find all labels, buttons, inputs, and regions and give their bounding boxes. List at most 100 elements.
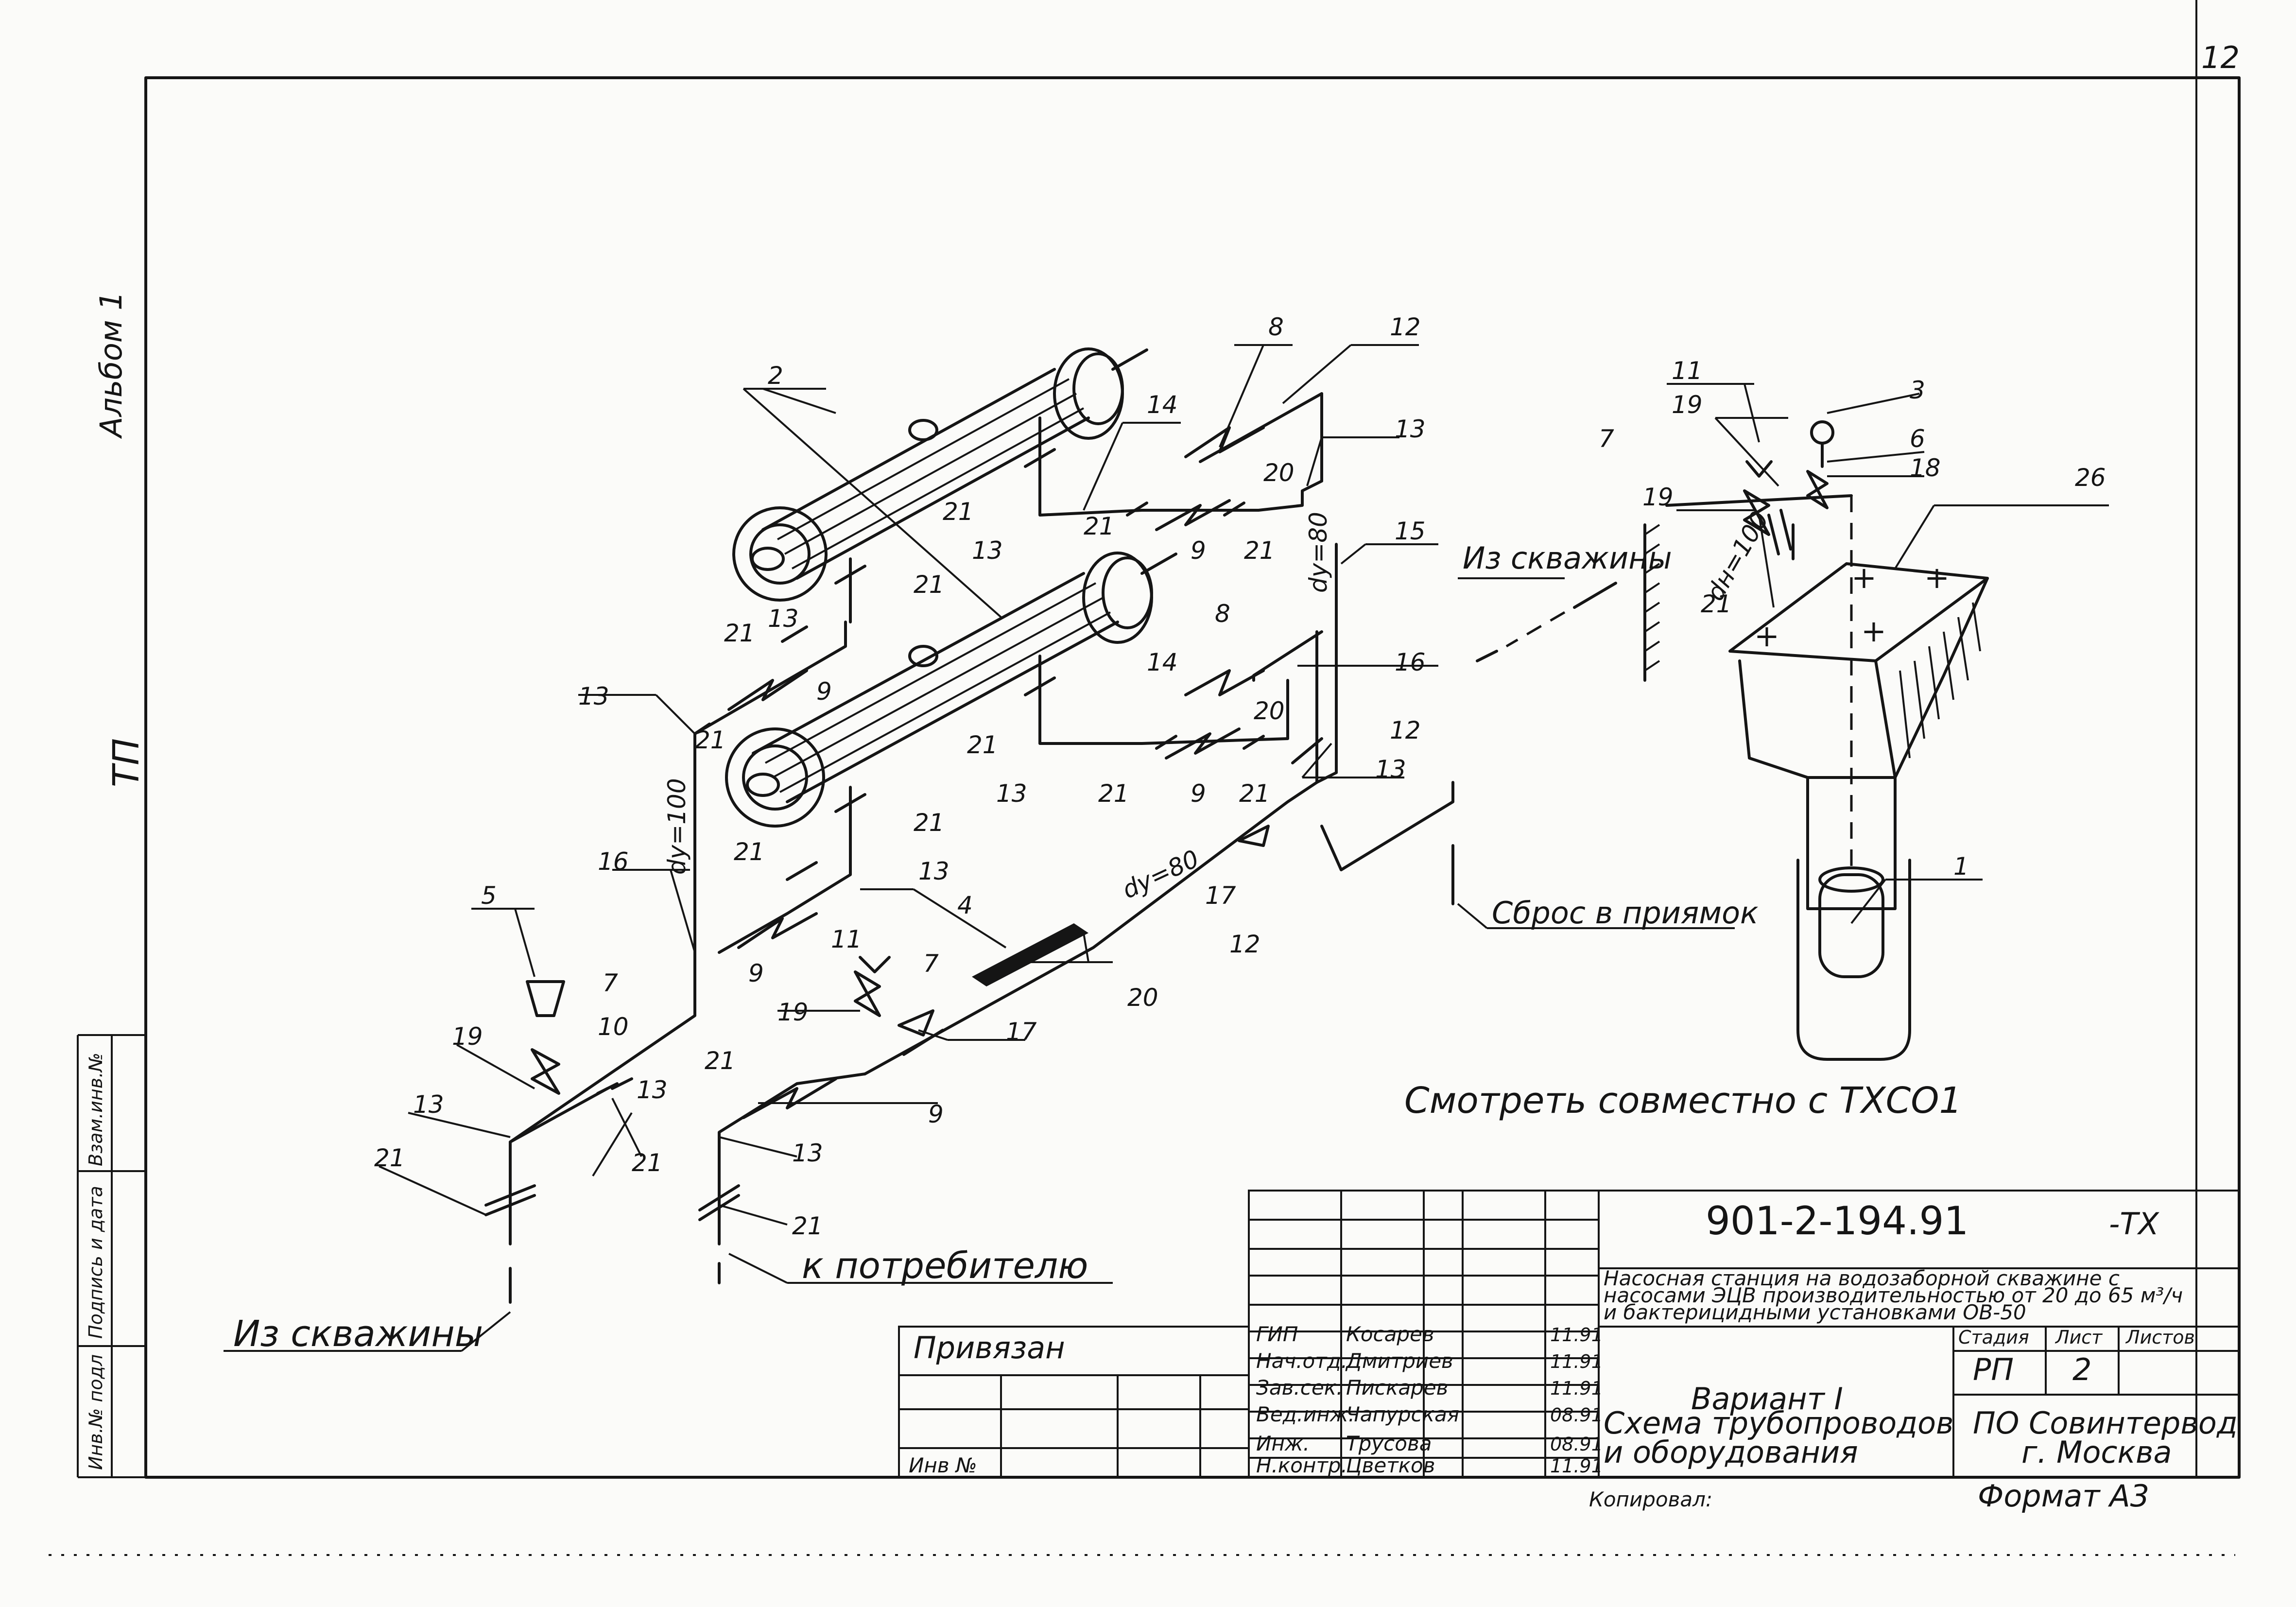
svg-text:+: + [1754,618,1779,654]
label-19-mid: 19 [777,998,809,1026]
label-20-mid: 20 [1254,697,1285,725]
staff-name-5: Трусова [1346,1432,1432,1455]
flange-marks [484,448,1792,1221]
label-2: 2 [768,362,783,390]
label-16-top: 16 [1395,648,1426,676]
label-20-low: 20 [1127,984,1158,1012]
note-see-also: Смотреть совместно с ТХСО1 [1404,1080,1962,1122]
label-13-top: 13 [1395,415,1426,443]
label-16-left: 16 [598,847,629,876]
margin-label-sign: Подпись и дата [85,1186,106,1339]
label-21-i: 21 [1239,779,1270,808]
staff-date-2: 11.91 [1550,1351,1603,1372]
margin-label-inv: Инв.№ подл [85,1354,106,1470]
label-dy100-left: dу=100 [663,778,691,875]
label-21-o: 21 [792,1212,823,1240]
drawing-title-1: Схема трубопроводов [1604,1405,1954,1441]
copied-by: Копировал: [1589,1487,1712,1511]
label-19-r2: 19 [1642,483,1674,511]
label-21-b: 21 [1084,512,1115,540]
label-8-mid: 8 [1215,600,1230,628]
label-17-mid: 17 [1006,1018,1037,1046]
well-pump-1 [1796,859,1911,1061]
album-label: Альбом 1 [93,291,129,439]
inv-no-label: Инв № [909,1453,977,1477]
sheets-header: Листов [2125,1327,2195,1348]
label-21-m: 21 [374,1144,405,1172]
label-1: 1 [1953,852,1969,881]
label-15: 15 [1395,517,1426,545]
label-14-mid: 14 [1147,648,1178,676]
reducer-17a [1238,825,1270,847]
label-26: 26 [2075,464,2106,492]
staff-name-3: Пискарев [1346,1376,1448,1400]
label-7-left: 7 [603,969,618,997]
doc-code: 901-2-194.91 [1706,1198,1968,1244]
uv-unit-26: + + + + [1728,560,1989,910]
description-line-3: и бактерицидными установками ОВ-50 [1604,1300,2026,1324]
label-13-d: 13 [996,779,1027,808]
description-line-1: Насосная станция на водозаборной скважин… [1604,1266,2120,1290]
label-21-f: 21 [695,726,726,754]
label-13-g: 13 [637,1076,668,1104]
label-19-r1: 19 [1672,391,1703,419]
label-13-c: 13 [578,682,609,710]
svg-text:+: + [1924,560,1950,595]
label-21-a: 21 [943,498,974,526]
label-8-top: 8 [1268,313,1284,341]
label-20-top: 20 [1263,459,1295,487]
staff-name-2: Дмитриев [1345,1349,1453,1373]
staff-role-1: ГИП [1256,1322,1298,1346]
label-12-mid: 12 [1390,716,1421,744]
label-21-n: 21 [632,1149,663,1177]
gauge-3 [1810,420,1834,445]
staff-role-4: Вед.инж. [1256,1402,1355,1426]
flowmeter-4 [972,923,1088,986]
stage-header: Стадия [1958,1327,2029,1348]
organization-2: г. Москва [2021,1434,2172,1470]
label-13-a: 13 [972,536,1003,565]
label-5: 5 [481,881,497,910]
bound-label: Привязан [914,1330,1065,1365]
staff-date-4: 08.91 [1550,1404,1603,1426]
svg-text:+: + [1861,613,1886,649]
label-21-e: 21 [724,619,755,647]
label-7-right: 7 [1599,425,1614,453]
label-12-top: 12 [1390,313,1421,341]
doc-suffix: -ТХ [2109,1206,2159,1242]
label-18: 18 [1910,454,1941,482]
label-6: 6 [1910,425,1925,453]
page-number: 12 [2201,40,2240,75]
label-21-k: 21 [734,838,765,866]
gate-valves [526,460,1829,1095]
staff-date-1: 11.91 [1550,1324,1603,1346]
label-21-d: 21 [914,570,945,599]
sheet-header: Лист [2054,1327,2103,1348]
title-block: 901-2-194.91 -ТХ Насосная станция на вод… [898,1190,2240,1478]
label-13-h: 13 [413,1090,444,1119]
label-11-mid: 11 [831,925,862,953]
stage-value: РП [1973,1352,2014,1387]
label-9-a: 9 [1191,536,1206,565]
note-discharge: Сброс в приямок [1492,895,1759,931]
margin-label-repl: Взам.инв.№ [85,1053,106,1166]
note-from-well-left: Из скважины [233,1313,483,1355]
label-21-c: 21 [1244,536,1275,565]
sheet-value: 2 [2072,1352,2091,1387]
series-label: ТП [105,738,147,787]
label-13-e: 13 [1375,755,1406,783]
label-17-right: 17 [1205,881,1236,910]
label-9-e: 9 [928,1100,944,1128]
staff-date-6: 11.91 [1550,1455,1603,1477]
staff-name-6: Цветков [1346,1453,1435,1477]
label-12-low: 12 [1229,930,1260,958]
label-21-r: 21 [1701,590,1732,618]
label-21-j: 21 [914,809,945,837]
label-3: 3 [1910,376,1925,404]
label-13-i: 13 [792,1139,823,1167]
item-labels: 2 8 12 14 13 20 21 13 21 9 21 dу=80 15 2… [374,313,2106,1240]
piping-network [509,392,1853,1304]
staff-role-3: Зав.сек. [1256,1376,1343,1400]
label-21-l: 21 [705,1047,736,1075]
